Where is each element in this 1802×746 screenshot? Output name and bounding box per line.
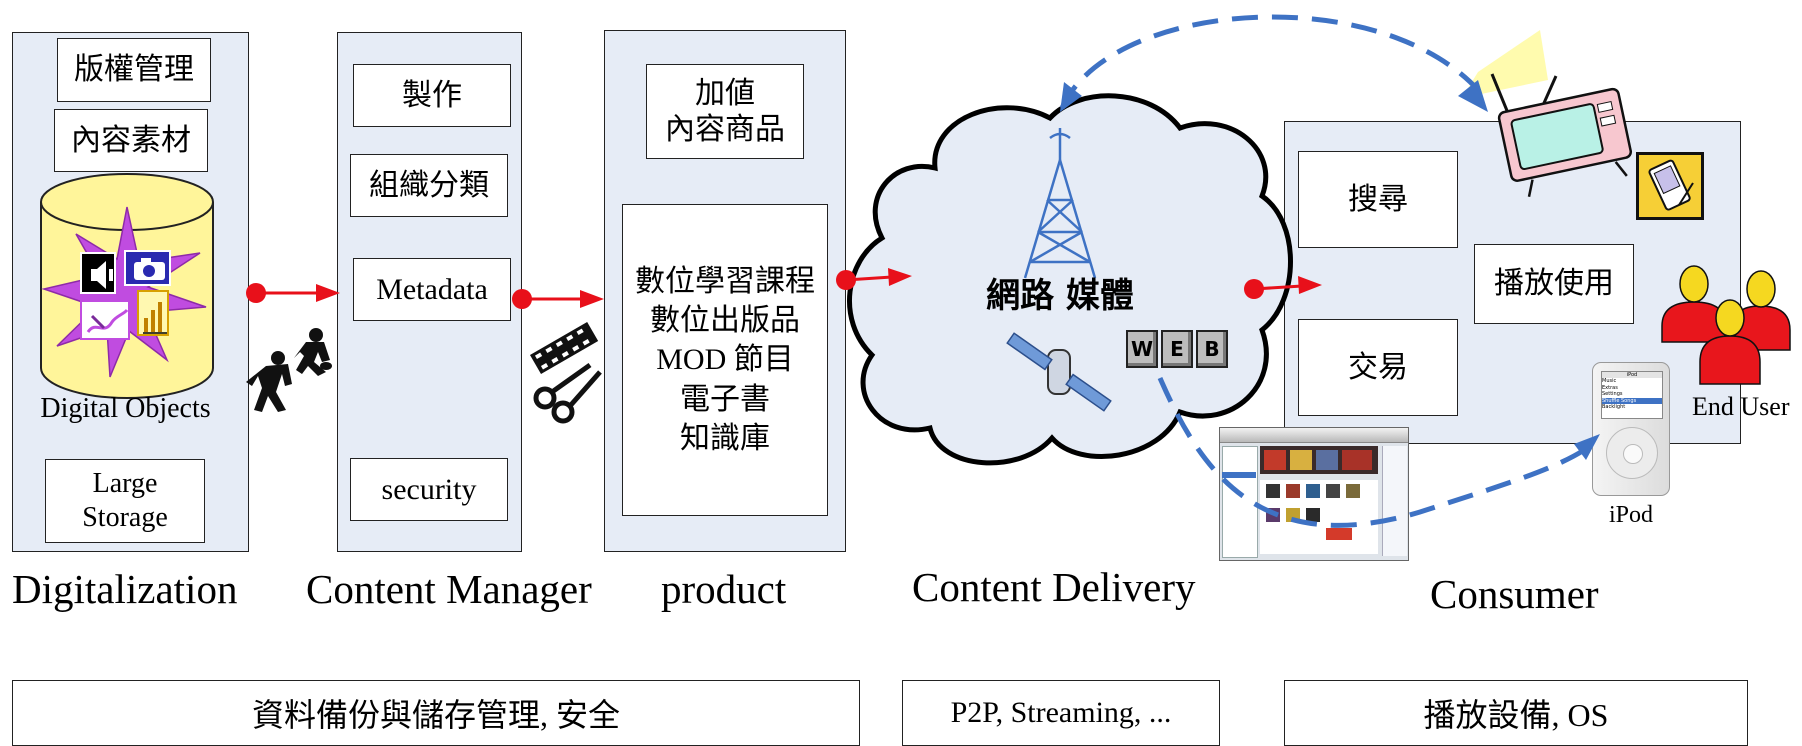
chart-icon <box>137 290 169 336</box>
web-key-e: E <box>1161 330 1193 368</box>
network-media-text: 網路 媒體 <box>986 276 1134 316</box>
consumer-label: Consumer <box>1430 571 1599 617</box>
satellite-icon <box>1006 332 1112 412</box>
ipod-screen: iPod Music Extras Settings Shuffle Songs… <box>1601 371 1663 419</box>
content-delivery-label: Content Delivery <box>912 564 1196 610</box>
storage-management-box: 資料備份與儲存管理, 安全 <box>12 680 860 746</box>
digital-objects-label: Digital Objects <box>40 393 211 424</box>
dashed-download-arc <box>1059 14 1482 110</box>
playback-use-box: 播放使用 <box>1474 244 1634 324</box>
product-list-box: 數位學習課程 數位出版品 MOD 節目 電子書 知識庫 <box>622 204 828 516</box>
playback-devices-box: 播放設備, OS <box>1284 680 1748 746</box>
value-added-product-box: 加値 內容商品 <box>646 64 804 159</box>
web-key-w: W <box>1126 330 1158 368</box>
web-key-b: B <box>1196 330 1228 368</box>
camera-icon <box>124 250 171 286</box>
web-keys: W E B <box>1126 330 1228 368</box>
pda-icon <box>1636 152 1704 220</box>
red-arrow-3 <box>836 268 912 290</box>
tower-icon <box>1023 128 1097 279</box>
metadata-box: Metadata <box>353 258 511 321</box>
ipod-click-wheel <box>1606 427 1658 479</box>
transport-protocols-box: P2P, Streaming, ... <box>902 680 1220 746</box>
media-store-screenshot <box>1219 427 1409 561</box>
red-arrow-1 <box>246 283 340 303</box>
rights-management-box: 版權管理 <box>57 38 211 102</box>
digitalization-label: Digitalization <box>12 566 238 612</box>
ipod-icon: iPod Music Extras Settings Shuffle Songs… <box>1592 362 1670 496</box>
production-box: 製作 <box>353 64 511 127</box>
speaker-icon <box>80 252 116 294</box>
organize-classify-box: 組織分類 <box>350 154 508 217</box>
dashed-arc-head-left <box>1060 82 1082 112</box>
brush-icon <box>80 300 130 340</box>
red-arrow-2 <box>512 289 604 309</box>
dashed-arc-head-right <box>1458 80 1488 112</box>
security-box: security <box>350 458 508 521</box>
end-user-label: End User <box>1692 392 1790 421</box>
search-box: 搜尋 <box>1298 151 1458 248</box>
ipod-label: iPod <box>1609 502 1654 528</box>
product-label: product <box>661 566 787 612</box>
transaction-box: 交易 <box>1298 319 1458 416</box>
content-material-box: 內容素材 <box>54 109 208 172</box>
large-storage-box: Large Storage <box>45 459 205 543</box>
content-manager-label: Content Manager <box>306 566 592 612</box>
